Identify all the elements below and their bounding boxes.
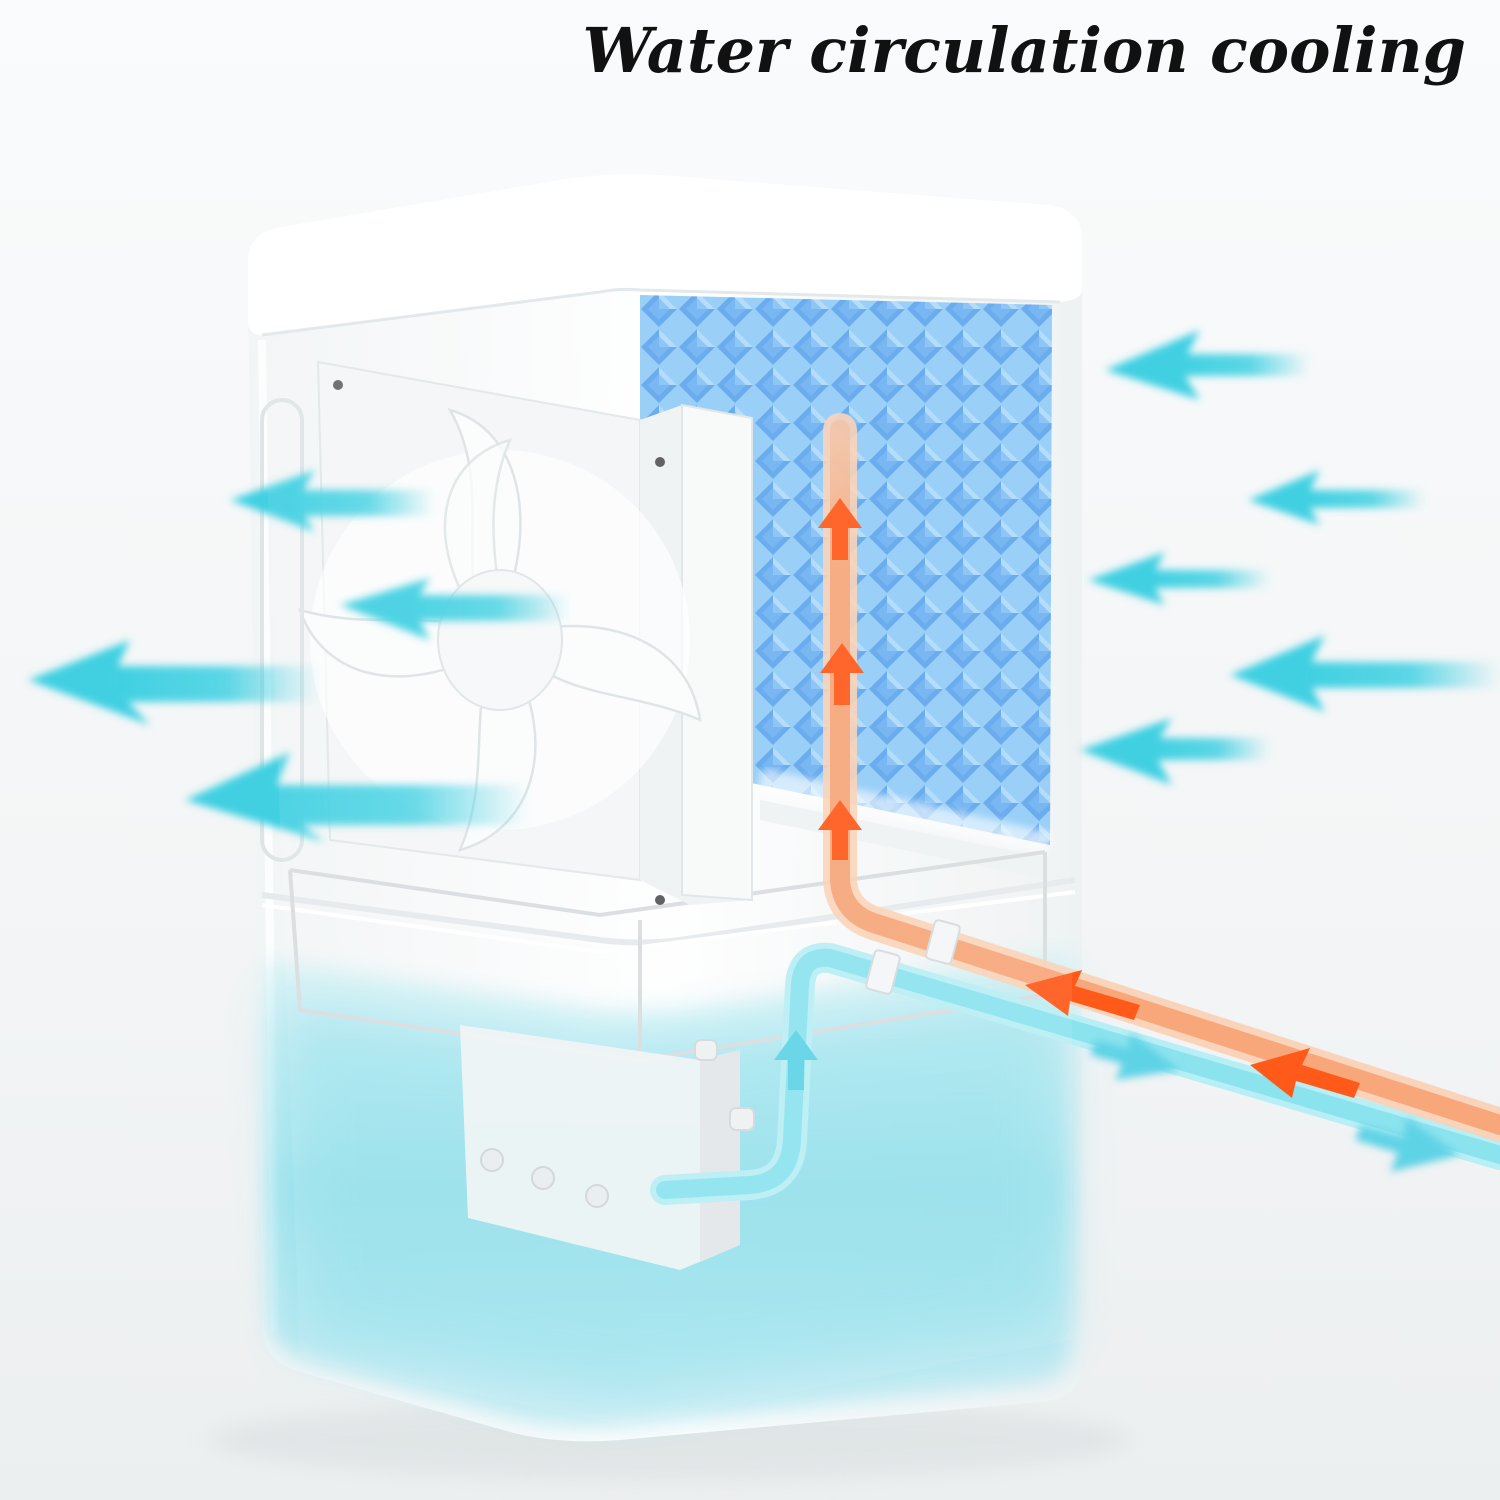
arrow-icon <box>818 498 862 560</box>
pump-box <box>460 1025 755 1270</box>
arrow-icon <box>820 643 864 705</box>
arrow-icon <box>1355 1118 1460 1172</box>
warm-water-arrows <box>818 498 1360 1098</box>
arrow-icon <box>818 800 862 860</box>
arrow-icon <box>1248 470 1425 525</box>
arrow-icon <box>1088 552 1270 605</box>
arrow-icon <box>1090 1033 1180 1080</box>
intake-air-arrows <box>1080 330 1500 785</box>
warm-water-pipe <box>823 413 1500 1142</box>
arrow-icon <box>774 1030 818 1090</box>
arrow-icon <box>1025 970 1140 1020</box>
cold-water-arrows <box>774 1030 1460 1172</box>
arrow-icon <box>1105 330 1310 400</box>
arrow-icon <box>1230 635 1500 712</box>
arrow-icon <box>1250 1048 1360 1098</box>
output-air-arrows <box>28 470 570 842</box>
headline: Water circulation cooling <box>582 14 1466 87</box>
arrow-icon <box>28 640 320 725</box>
arrow-icon <box>340 578 570 640</box>
cold-water-pipe <box>650 942 1500 1205</box>
arrow-icon <box>185 752 530 842</box>
arrow-icon <box>230 470 435 532</box>
pump-screws <box>480 1148 609 1208</box>
arrow-icon <box>1080 718 1270 785</box>
